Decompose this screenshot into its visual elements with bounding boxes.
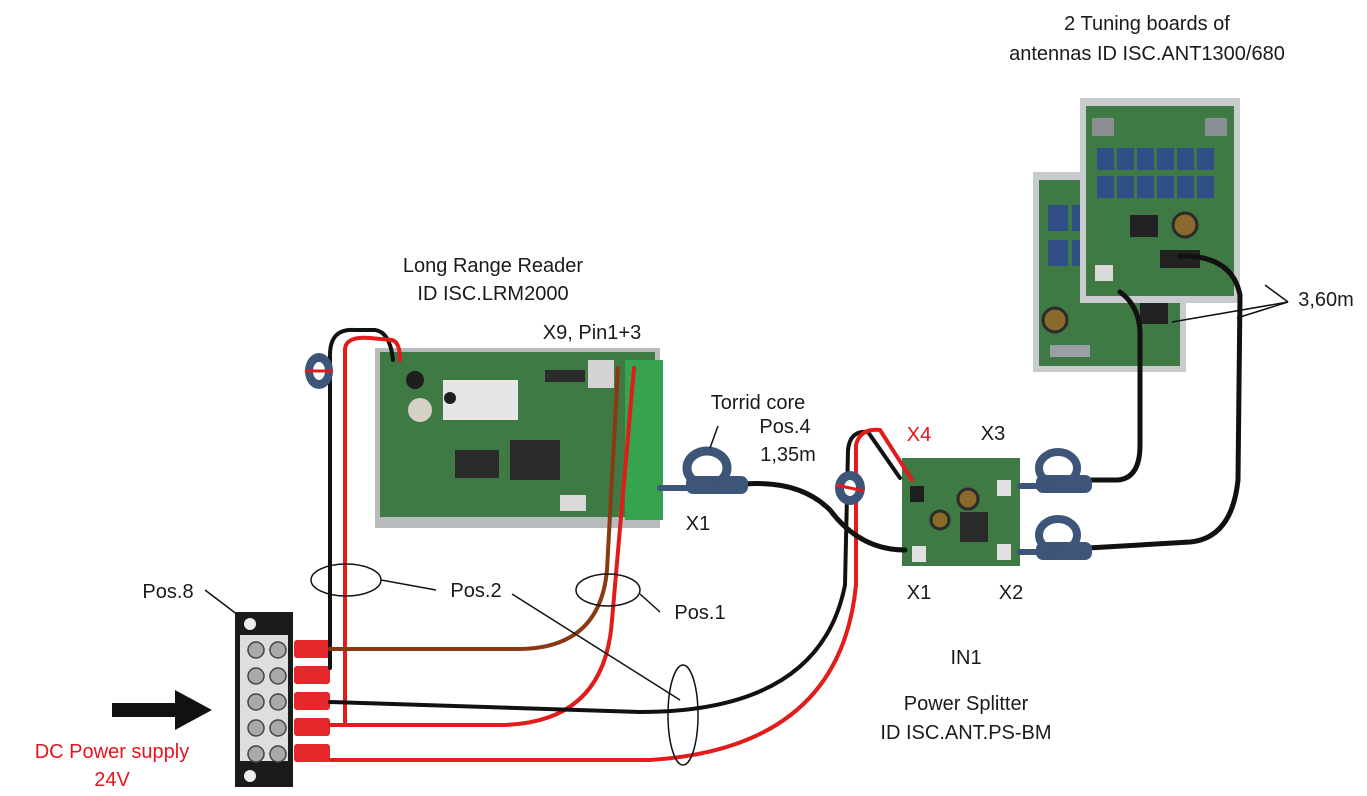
power-splitter-board xyxy=(902,458,1020,566)
splitter-title-line2: ID ISC.ANT.PS-BM xyxy=(880,722,1051,744)
pos8-label: Pos.8 xyxy=(142,581,193,603)
reader-x1-label: X1 xyxy=(686,513,710,535)
dc-supply-label-line2: 24V xyxy=(94,769,130,791)
x4-label: X4 xyxy=(907,424,931,446)
ferrite-core-torrid xyxy=(682,446,748,494)
pointer-lines xyxy=(204,284,1289,766)
x2-label: X2 xyxy=(999,582,1023,604)
reader-title-line2: ID ISC.LRM2000 xyxy=(417,283,568,305)
tuning-boards-title-line1: 2 Tuning boards of xyxy=(1064,13,1230,35)
reader-title-line1: Long Range Reader xyxy=(403,255,583,277)
cable-length-label: 3,60m xyxy=(1298,289,1354,311)
splitter-title-line1: Power Splitter xyxy=(904,693,1029,715)
terminal-block xyxy=(235,612,330,787)
reader-board xyxy=(375,348,663,528)
wires xyxy=(328,253,1243,762)
torrid-core-label: Torrid core xyxy=(711,392,805,414)
pos1-label: Pos.1 xyxy=(674,602,725,624)
ferrite-core-x3 xyxy=(1035,448,1092,493)
ferrite-core-reader-supply xyxy=(305,353,333,389)
ferrite-core-x2 xyxy=(1035,515,1092,560)
arrow-icon xyxy=(112,690,212,730)
x9-pins-label: X9, Pin1+3 xyxy=(543,322,641,344)
splitter-x1-label: X1 xyxy=(907,582,931,604)
dc-supply-label-line1: DC Power supply xyxy=(35,741,190,763)
x3-label: X3 xyxy=(981,423,1005,445)
ferrite-core-splitter-supply xyxy=(835,471,865,505)
tuning-board-front xyxy=(1080,98,1240,303)
pos4-label: Pos.4 xyxy=(759,416,810,438)
tuning-boards-title-line2: antennas ID ISC.ANT1300/680 xyxy=(1009,43,1285,65)
in1-label: IN1 xyxy=(950,647,981,669)
pos2-label: Pos.2 xyxy=(450,580,501,602)
pos4-length-label: 1,35m xyxy=(760,444,816,466)
